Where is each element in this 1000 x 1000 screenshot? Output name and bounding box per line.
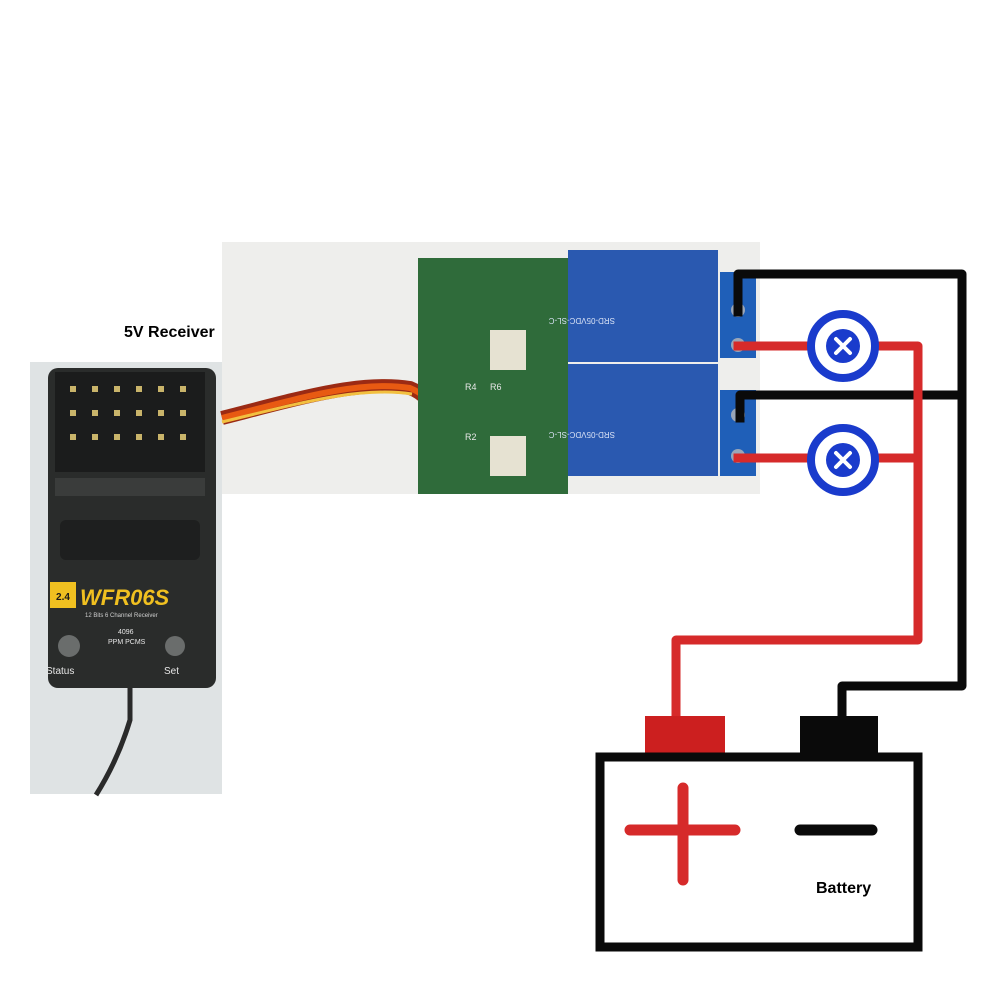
receiver-subtitle: 12 Bits 6 Channel Receiver: [85, 613, 158, 619]
set-label: Set: [164, 666, 179, 677]
lamp-icon: [807, 310, 879, 382]
positive-wire-main: [671, 341, 923, 721]
battery-body: [595, 752, 923, 952]
receiver-code: 4096: [118, 629, 134, 636]
receiver-mode: PPM PCMS: [108, 639, 146, 646]
silk-r2: R2: [465, 432, 477, 442]
plus-symbol: [624, 782, 741, 886]
battery-icon: [595, 716, 923, 952]
status-button: [58, 635, 80, 657]
silk-r4: R4: [465, 382, 477, 392]
receiver-label: 5V Receiver: [124, 324, 215, 341]
negative-wire-main: [733, 269, 967, 729]
wiring: [671, 269, 967, 729]
lamp-icon: [807, 424, 879, 496]
battery-negative-terminal: [800, 716, 878, 756]
relay-2-text: SRD-05VDC-SL-C: [549, 430, 615, 439]
receiver-icon: 2.4 WFR06S 12 Bits 6 Channel Receiver 40…: [30, 362, 222, 797]
receiver-model: WFR06S: [80, 585, 170, 610]
receiver-badge: 2.4: [56, 592, 70, 603]
battery-positive-terminal: [645, 716, 725, 756]
battery-label: Battery: [816, 880, 872, 897]
relay-board: R4 R6 R2 SRD-05VDC-SL-C SRD-05VDC-SL-C: [220, 242, 760, 494]
negative-wire-branch: [735, 390, 967, 423]
relay-icon: SRD-05VDC-SL-C SRD-05VDC-SL-C: [549, 250, 718, 476]
status-label: Status: [46, 666, 74, 677]
set-button: [165, 636, 185, 656]
relay-1-text: SRD-05VDC-SL-C: [549, 316, 615, 325]
silk-r6: R6: [490, 382, 502, 392]
antenna: [93, 688, 133, 797]
